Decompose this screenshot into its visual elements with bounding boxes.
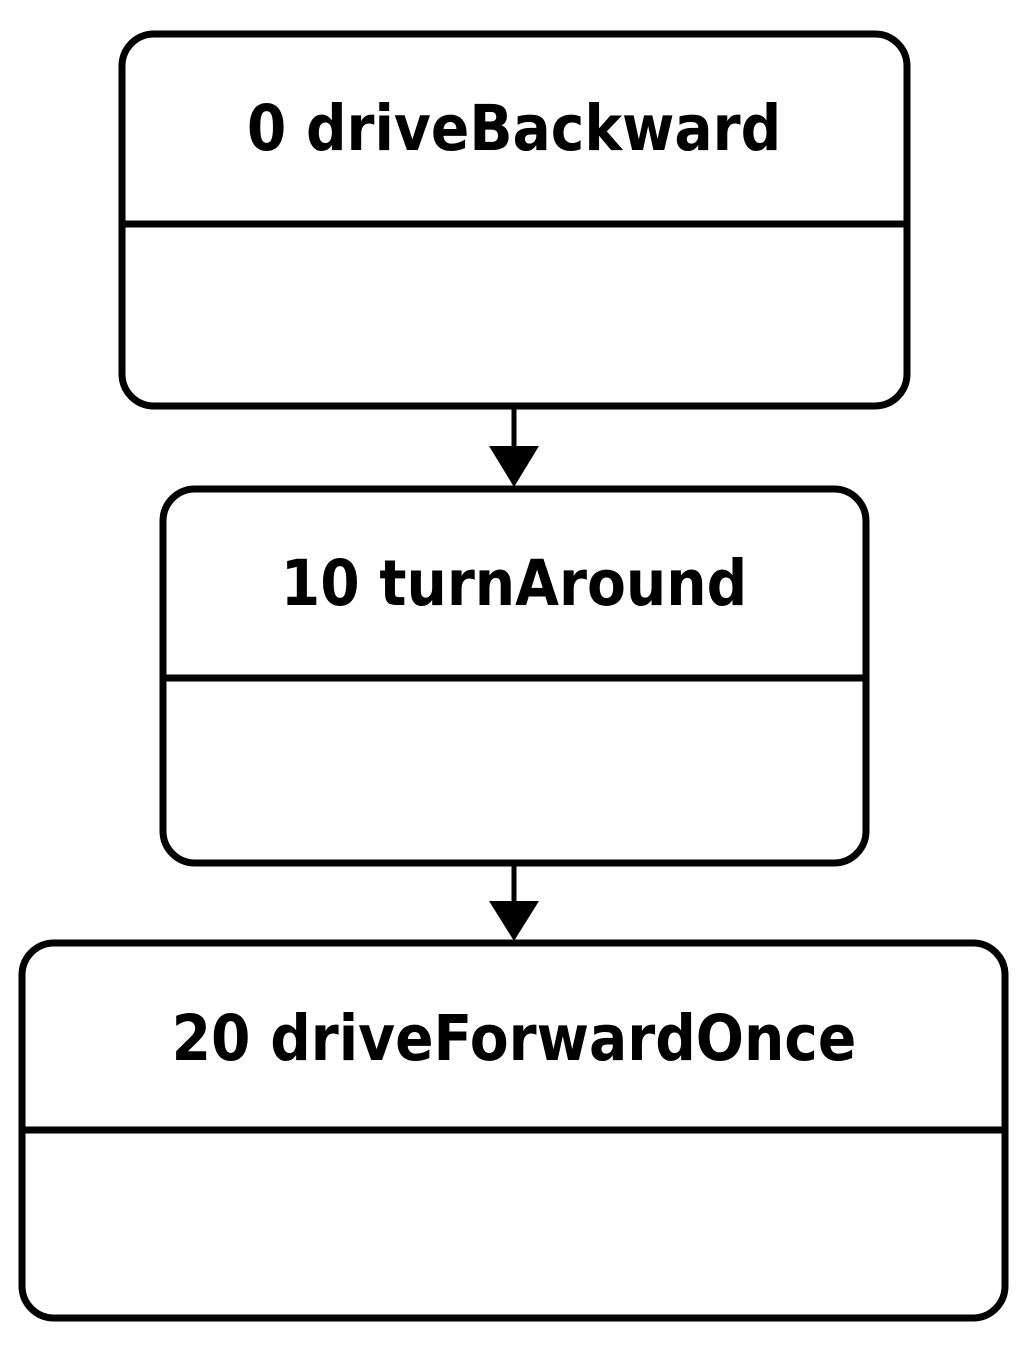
- state-node-turnAround-title: 10 turnAround: [281, 547, 747, 620]
- edge-driveBackward-to-turnAround: [489, 407, 539, 487]
- state-node-driveBackward-outline: [118, 30, 911, 410]
- edge-turnAround-to-driveForwardOnce-arrowhead-icon: [489, 901, 539, 941]
- state-node-driveForwardOnce-title: 20 driveForwardOnce: [172, 1002, 857, 1075]
- state-node-driveBackward-title: 0 driveBackward: [247, 92, 781, 165]
- state-node-driveForwardOnce[interactable]: 20 driveForwardOnce: [18, 939, 1009, 1322]
- edge-driveBackward-to-turnAround-arrowhead-icon: [489, 446, 539, 487]
- state-node-turnAround[interactable]: 10 turnAround: [159, 485, 870, 867]
- edge-turnAround-to-driveForwardOnce: [489, 864, 539, 941]
- state-node-driveBackward[interactable]: 0 driveBackward: [118, 30, 911, 410]
